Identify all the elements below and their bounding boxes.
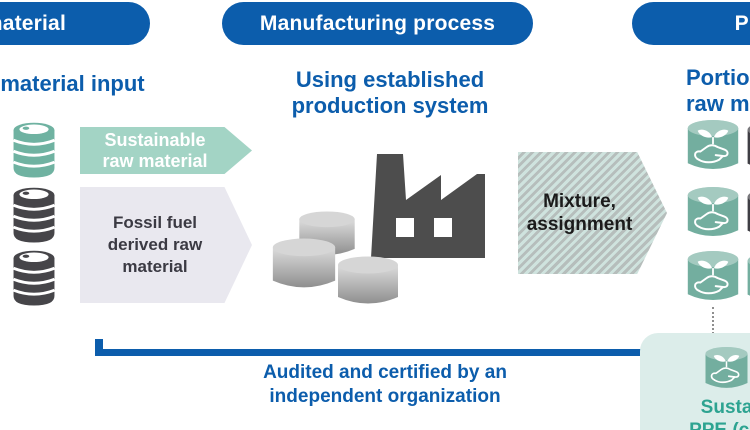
certified-product-line1: Sustainable xyxy=(700,397,750,418)
storage-tank-icon xyxy=(334,256,402,308)
pill-raw-material: Raw material xyxy=(0,2,150,45)
hand-sprout-drum-icon xyxy=(686,119,740,175)
certified-product-box: Sustainable PPE (certified) xyxy=(640,333,750,430)
audit-bracket-bar xyxy=(95,349,653,356)
fossil-arrow-line2: derived raw xyxy=(107,235,203,254)
factory-icon xyxy=(371,154,486,258)
fossil-raw-material-arrow: Fossil fuel derived raw material xyxy=(80,187,252,303)
certified-product-line2: PPE (certified) xyxy=(689,419,750,430)
heading-portion-sustainable-line2: raw material xyxy=(686,91,750,116)
storage-tank-icon xyxy=(270,238,338,292)
audit-bracket-left-tick xyxy=(95,339,103,356)
mixture-arrow-line1: Mixture, xyxy=(543,191,616,212)
heading-portion-sustainable-line1: Portion of sustainable xyxy=(686,65,750,90)
heading-production-system: Using established production system xyxy=(250,67,530,119)
fossil-oil-drum-icon xyxy=(12,250,56,307)
fossil-arrow-line3: material xyxy=(122,257,188,276)
pill-raw-material-label: Raw material xyxy=(0,11,66,35)
fossil-oil-drum-icon xyxy=(12,187,56,244)
mixture-arrow-line2: assignment xyxy=(526,214,633,235)
dark-drum-icon xyxy=(745,188,750,242)
heading-portion-sustainable: Portion of sustainable raw material xyxy=(686,65,750,117)
pill-manufacturing-process: Manufacturing process xyxy=(222,2,533,45)
pill-product: Product xyxy=(632,2,750,45)
teal-drum-icon xyxy=(745,252,750,306)
pill-product-label: Product xyxy=(734,11,750,35)
audit-note-line2: independent organization xyxy=(269,386,501,407)
sustainable-arrow-line2: raw material xyxy=(102,150,208,171)
sustainable-raw-material-arrow: Sustainable raw material xyxy=(80,127,252,174)
fossil-arrow-line1: Fossil fuel xyxy=(112,213,198,232)
certified-product-label: Sustainable PPE (certified) xyxy=(689,396,750,430)
audit-note-line1: Audited and certified by an xyxy=(263,362,507,383)
heading-production-system-line1: Using established xyxy=(295,67,485,92)
mixture-assignment-arrow: Mixture, assignment xyxy=(518,152,667,274)
audit-note: Audited and certified by an independent … xyxy=(185,361,585,409)
dotted-connector xyxy=(712,307,714,334)
hand-sprout-drum-icon xyxy=(686,186,740,242)
pill-manufacturing-process-label: Manufacturing process xyxy=(259,11,496,35)
dark-drum-icon xyxy=(745,121,750,175)
hand-sprout-drum-icon xyxy=(686,250,740,306)
sustainable-oil-drum-icon xyxy=(12,122,56,179)
heading-raw-material-input: Raw material input xyxy=(0,71,145,96)
hand-sprout-drum-icon xyxy=(704,346,749,393)
heading-production-system-line2: production system xyxy=(291,93,489,118)
sustainable-arrow-line1: Sustainable xyxy=(104,129,206,150)
